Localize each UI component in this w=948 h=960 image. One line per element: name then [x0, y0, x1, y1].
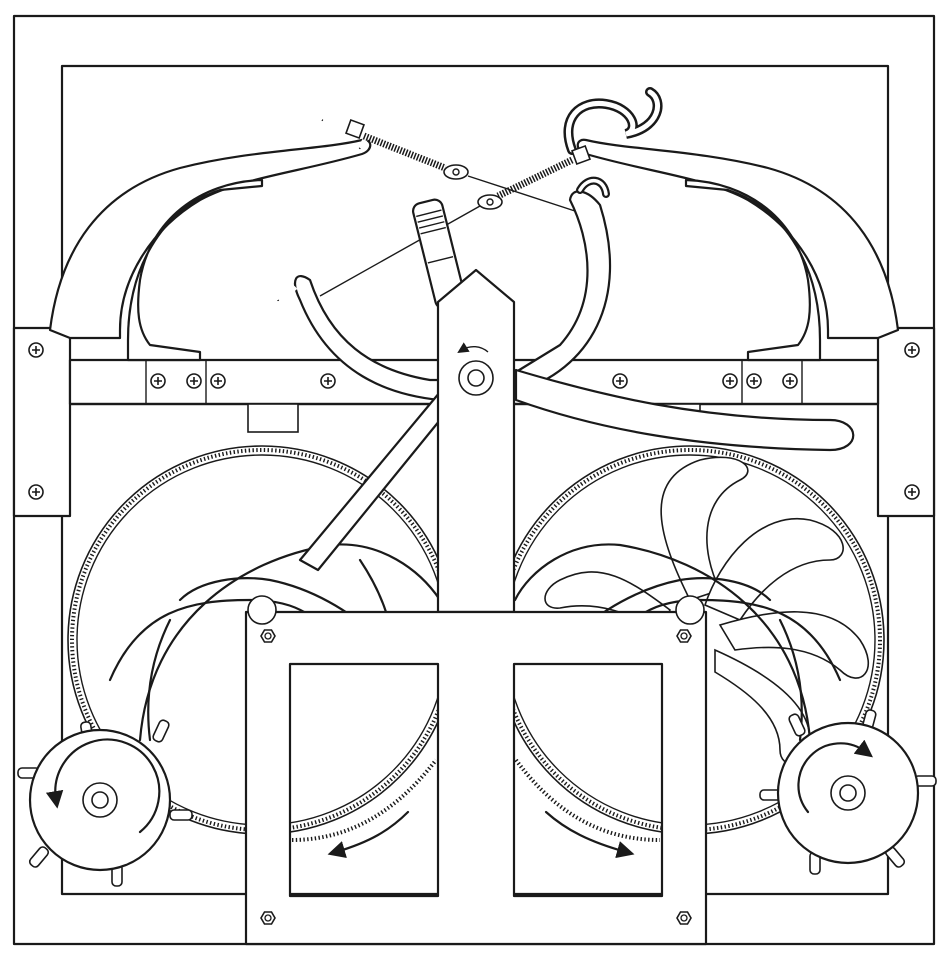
screw-icon: [612, 373, 628, 389]
screw-icon: [904, 484, 920, 500]
central-column: [436, 268, 516, 614]
hex-bolt-icon: [260, 629, 276, 643]
screw-icon: [722, 373, 738, 389]
rotation-arrow-icon: [45, 738, 161, 834]
pincer-right-arm: [514, 176, 855, 452]
screw-icon: [186, 373, 202, 389]
screw-icon: [320, 373, 336, 389]
hook-icon: [310, 81, 373, 150]
left-gear-visible-teeth: [291, 758, 438, 842]
screw-icon: [28, 484, 44, 500]
screw-icon: [746, 373, 762, 389]
right-hub-wheel: [759, 709, 937, 875]
tie-wire: [319, 205, 481, 297]
pivot: [675, 595, 705, 625]
hex-bolt-icon: [676, 911, 692, 925]
tie-wire: [467, 175, 579, 213]
rotation-arrow-icon: [457, 342, 489, 353]
spring-icon: [477, 145, 591, 210]
screw-icon: [28, 342, 44, 358]
spring-icon: [345, 119, 469, 180]
rotation-arrow-icon: [544, 810, 635, 859]
screw-icon: [150, 373, 166, 389]
left-hub-wheel: [17, 719, 193, 887]
screw-icon: [210, 373, 226, 389]
rotation-arrow-icon: [797, 739, 873, 814]
hook-icon: [563, 87, 663, 155]
hex-bolt-icon: [260, 911, 276, 925]
screw-icon: [782, 373, 798, 389]
screw-icon: [904, 342, 920, 358]
rotation-arrow-icon: [327, 810, 410, 858]
bottom-plate: [244, 610, 708, 946]
pivot: [247, 595, 277, 625]
right-scroll-arm: [576, 138, 900, 362]
pincer-left-arm: [274, 275, 442, 572]
left-scroll-arm: [48, 138, 372, 362]
left-bracket: [12, 326, 72, 518]
right-bracket: [876, 326, 936, 518]
hex-bolt-icon: [676, 629, 692, 643]
